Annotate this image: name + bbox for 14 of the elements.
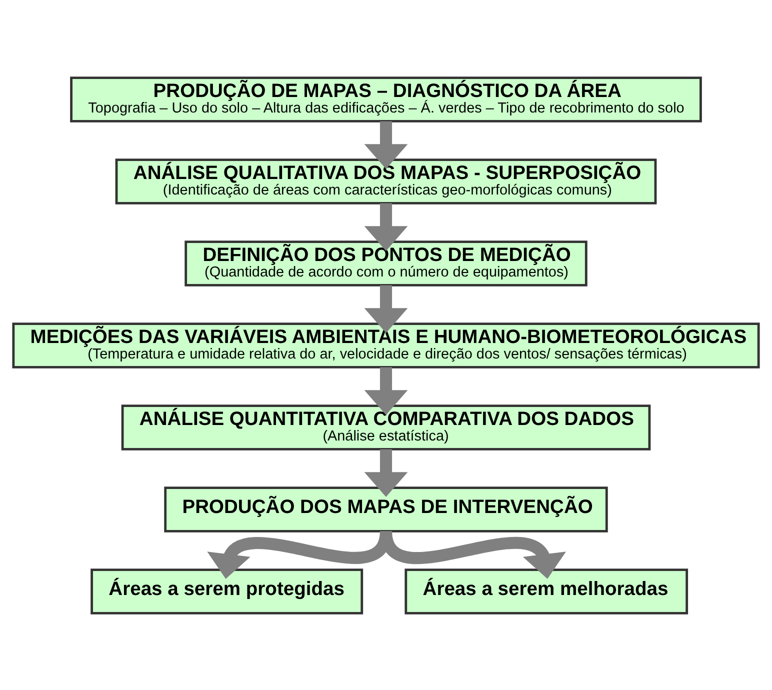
node-box: PRODUÇÃO DOS MAPAS DE INTERVENÇÃO: [164, 486, 608, 532]
arrow: [364, 202, 408, 250]
arrow: [364, 448, 408, 496]
node-box: ANÁLISE QUALITATIVA DOS MAPAS - SUPERPOSIÇÃO (Identificação de áreas com características geo-morfológicas comuns): [115, 158, 657, 204]
arrow: [364, 120, 408, 168]
node-box: Áreas a serem protegidas: [90, 568, 364, 614]
arrow: [380, 530, 566, 578]
node-box: ANÁLISE QUANTITATIVA COMPARATIVA DOS DADOS (Análise estatística): [121, 404, 651, 450]
node-box: MEDIÇÕES DAS VARIÁVEIS AMBIENTAIS E HUMANO-BIOMETEOROLÓGICAS (Temperatura e umidade relativa do ar, velocidade e direção dos ventos/ sensações térmicas): [12, 322, 760, 368]
node-box: PRODUÇÃO DE MAPAS – DIAGNÓSTICO DA ÁREA Topografia – Uso do solo – Altura das edificações – Á. verdes – Tipo de recobrimento do solo: [70, 76, 702, 122]
node-box: DEFINIÇÃO DOS PONTOS DE MEDIÇÃO (Quantidade de acordo com o número de equipamentos): [184, 240, 588, 286]
arrow: [364, 366, 408, 414]
node-box: Áreas a serem melhoradas: [404, 568, 688, 614]
arrow: [364, 284, 408, 332]
